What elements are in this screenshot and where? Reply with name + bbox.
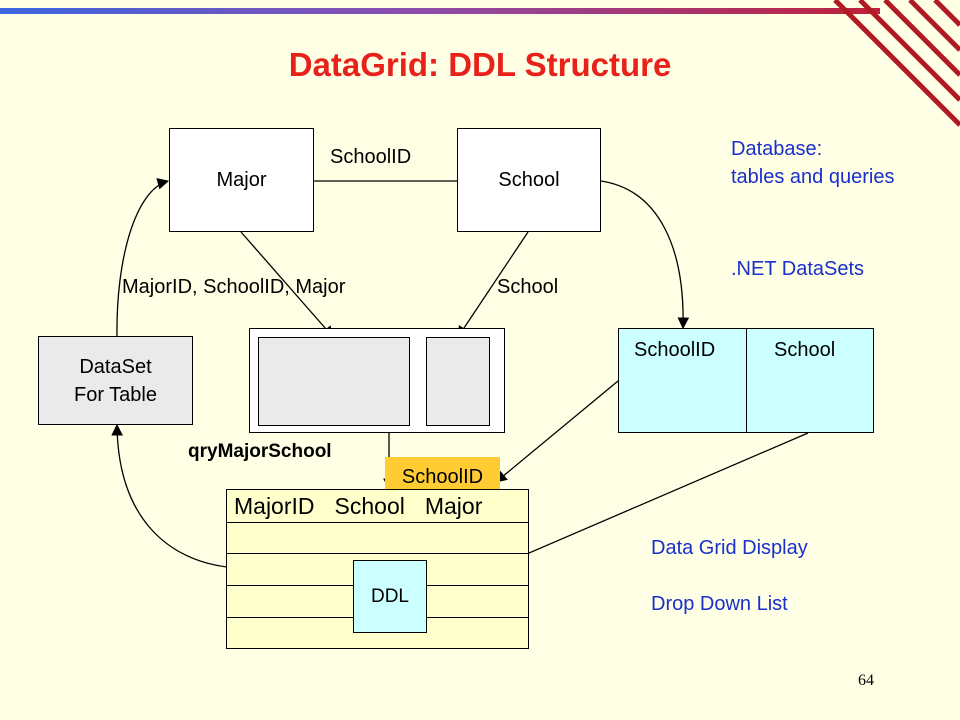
drop-down-note: Drop Down List [651,593,788,615]
dataset-line2: For Table [73,383,157,406]
school-to-dataset-arrow [600,180,690,330]
dataset-line1: DataSet [79,355,152,378]
query-result-box [249,328,505,433]
dataset-for-table-box: DataSet For Table [38,336,193,425]
datagrid-col1: MajorID [234,492,315,519]
datagrid-header: MajorID School Major [227,490,528,522]
school-field-label: School [497,276,559,298]
corner-stripes [833,0,960,127]
datagrid-col3: Major [424,492,483,519]
grid-row-line [227,522,528,523]
datagrid-col2: School [334,492,405,519]
school-dataset-col2: School [774,339,836,361]
grid-row-line [227,553,528,554]
database-note-line2: tables and queries [731,166,895,188]
query-name-label: qryMajorSchool [188,441,332,462]
school-table: School [457,128,601,232]
grid-to-dataset-arrow [111,423,228,568]
ddl-box: DDL [353,560,427,633]
grid-display-note: Data Grid Display [651,537,808,559]
query-school-part [426,337,490,426]
major-to-query-arrow [240,231,334,338]
school-dataset-divider [746,329,747,433]
school-dataset-col1: SchoolID [634,339,716,361]
relation-label: SchoolID [330,146,412,168]
schoolid-to-badge-arrow [495,380,619,483]
schoolid-badge-label: SchoolID [401,465,484,488]
school-to-query-arrow [457,231,529,338]
header-bar [0,8,880,14]
ddl-label: DDL [370,585,409,607]
datasets-note: .NET DataSets [731,258,865,280]
dataset-to-major-arrow [116,178,170,337]
major-fields-label: MajorID, SchoolID, Major [122,276,346,298]
header-decoration [0,0,960,127]
major-table-label: Major [216,168,267,191]
school-dataset-box: SchoolID School [618,328,874,433]
page-title: DataGrid: DDL Structure [288,46,672,83]
major-table: Major [169,128,314,232]
page-number: 64 [858,672,874,689]
query-major-part [258,337,410,426]
schoolid-badge: SchoolID [385,457,500,489]
database-note-line1: Database: [731,138,823,160]
school-table-label: School [498,168,560,191]
